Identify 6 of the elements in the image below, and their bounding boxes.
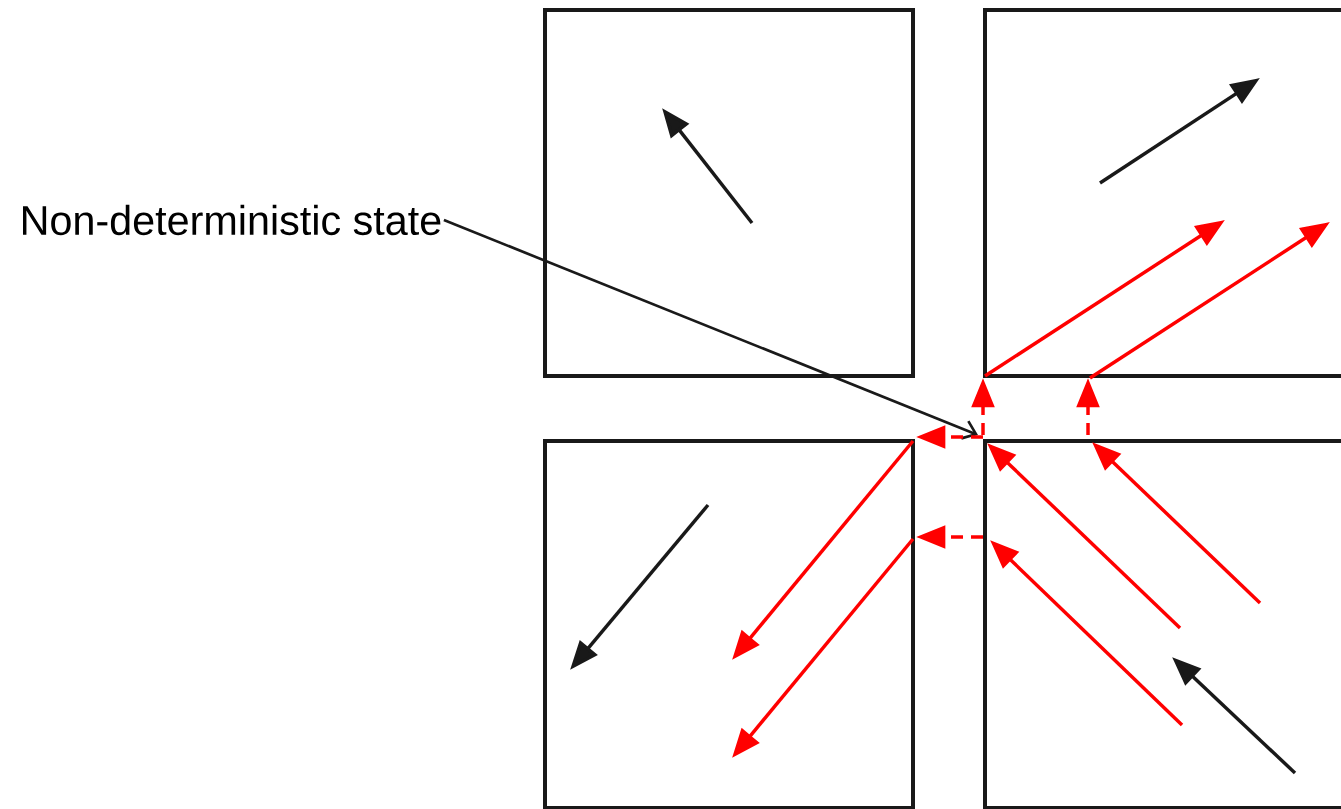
region-box	[983, 439, 1341, 809]
region-box	[543, 8, 915, 378]
state-label: Non-deterministic state	[23, 204, 441, 236]
leader-line	[443, 218, 978, 440]
region-box	[543, 439, 915, 809]
region-box	[983, 8, 1341, 378]
